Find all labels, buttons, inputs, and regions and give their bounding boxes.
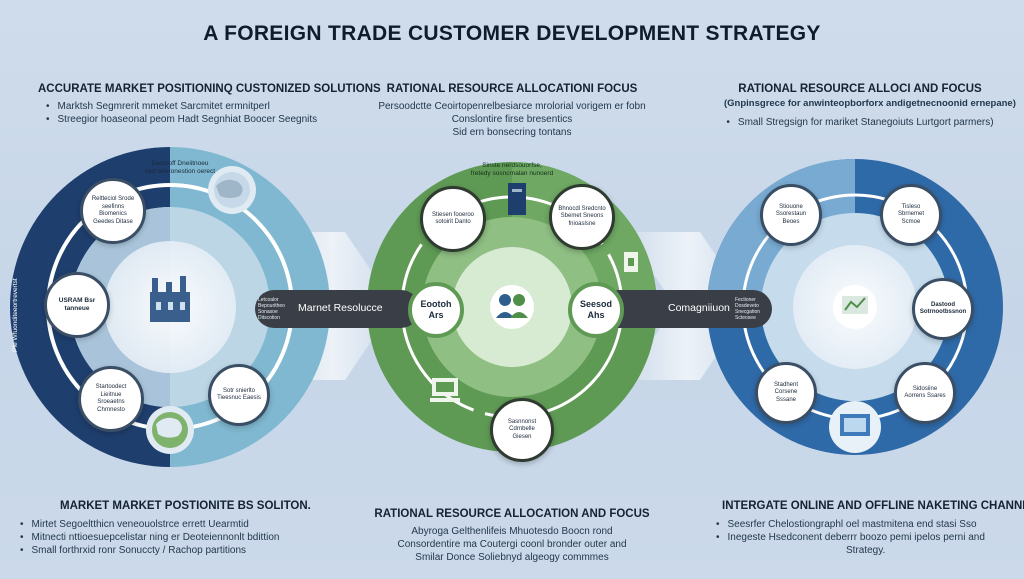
bottom-left-heading: MARKET MARKET POSTIONITE BS SOLITON. xyxy=(60,500,311,512)
connector-right-small: Fectioner Dosdeveto Snecgation Scteosee xyxy=(735,297,761,321)
right-node-1: Stiouone Ssorestaun Beoes xyxy=(760,184,822,246)
top-left-block: ACCURATE MARKET POSITIONINQ CUSTONIZED S… xyxy=(38,83,381,126)
top-right-heading: RATIONAL RESOURCE ALLOCI AND FOCUS xyxy=(738,83,982,95)
connector-right-bar xyxy=(600,290,772,328)
node-text: Tisleso Sbrnemet Scmoe xyxy=(897,203,924,225)
top-right-block: RATIONAL RESOURCE ALLOCI AND FOCUS (Gnpi… xyxy=(724,83,1016,129)
bullet: Inegeste Hsedconent deberrr boozo pemi i… xyxy=(716,531,1024,544)
bottom-right-tail: Strategy. xyxy=(846,545,886,556)
middle-node-5: Seesod Ahs xyxy=(568,282,624,338)
left-node-2: USRAM Bsr tanneue xyxy=(44,272,110,338)
globe-icon xyxy=(146,406,194,454)
dashboard-icon xyxy=(833,285,877,329)
left-circle-side-label: Pfe Wfuonditeeortrevertst xyxy=(12,278,19,352)
top-center-block: RATIONAL RESOURCE ALLOCATIONI FOCUS Pers… xyxy=(362,83,662,139)
page-title: A FOREIGN TRADE CUSTOMER DEVELOPMENT STR… xyxy=(203,22,821,45)
left-node-4: Sotr snierlto Tieesnuc Eaesis xyxy=(208,364,270,426)
node-text: Stadhent Corsene Sssane xyxy=(773,381,799,403)
bottom-center-block: RATIONAL RESOURCE ALLOCATION AND FOCUS A… xyxy=(370,508,654,564)
top-center-line: Persoodctte Ceoirtopenrelbesiarce mrolor… xyxy=(378,101,646,112)
bottom-left-block: MARKET MARKET POSTIONITE BS SOLITON. Mir… xyxy=(20,500,311,557)
bullet: Marktsh Segmrerit mmeket Sarcmitet ermni… xyxy=(46,100,381,113)
connectors xyxy=(255,290,772,328)
bottom-center-heading: RATIONAL RESOURCE ALLOCATION AND FOCUS xyxy=(374,508,650,520)
top-center-line: Sid ern bonsecring tontans xyxy=(452,127,572,138)
node-text: Stiouone Ssorestaun Beoes xyxy=(775,203,807,225)
node-text: Bhnocdl Sredcnto Sbemet Sneons fnioaslsn… xyxy=(558,205,606,227)
right-node-5: Sidosiine Aorrens Ssares xyxy=(894,362,956,424)
bottom-left-bullets: Mirtet Segoeltthicn veneouolstrce errett… xyxy=(20,518,311,557)
top-left-bullets: Marktsh Segmrerit mmeket Sarcmitet ermni… xyxy=(46,100,381,126)
workspace-icon xyxy=(430,378,460,402)
document-icon xyxy=(508,183,526,215)
bottom-right-bullets: Seesrfer Chelostiongraphl oel mastmitena… xyxy=(716,518,1024,544)
factory-icon xyxy=(150,276,190,322)
monitor-icon xyxy=(829,401,881,453)
left-node-3: Startoodect Lieitnue Sroeaetns Chrnnesto xyxy=(78,366,144,432)
bottom-right-heading: INTERGATE ONLINE AND OFFLINE NAKETING CH… xyxy=(722,500,1024,512)
left-circle-top-label: Dectooff Dneiitnoeu bed oderonestion oer… xyxy=(110,160,250,176)
label-line: bed oderonestion oerect xyxy=(144,168,216,175)
node-text: Startoodect Lieitnue Sroeaetns Chrnnesto xyxy=(95,384,127,413)
node-text: Eootoh Ars xyxy=(420,299,452,320)
bottom-right-block: INTERGATE ONLINE AND OFFLINE NAKETING CH… xyxy=(716,500,1024,557)
bottom-center-line: Consordentire ma Coutergi coonl bronder … xyxy=(397,539,627,550)
top-center-line: Conslontire firse bresentics xyxy=(451,114,573,125)
right-node-2: Tisleso Sbrnemet Scmoe xyxy=(880,184,942,246)
top-right-bullets: Small Stregsign for mariket Stanegoiuts … xyxy=(724,116,996,129)
label-line: Dectooff Dneiitnoeu xyxy=(151,160,209,167)
right-node-4: Stadhent Corsene Sssane xyxy=(755,362,817,424)
right-node-3: Dastood Sotrnootbssnon xyxy=(912,278,974,340)
middle-node-4: Eootoh Ars xyxy=(408,282,464,338)
connector-left-bar xyxy=(255,290,420,328)
node-text: Reltteciol Srode seefinns Biomenics Geed… xyxy=(91,196,135,225)
label-line: Sinste nerdsouorfse, xyxy=(482,162,542,169)
top-right-subheading: (Gnpinsgrece for anwinteopborforx andige… xyxy=(724,98,1016,109)
label-line: fretedy sosncrnalan nunoerd xyxy=(470,170,554,177)
node-text: Dastood Sotrnootbssnon xyxy=(919,301,967,316)
bullet: Streegior hoaseonal peom Hadt Segnhiat B… xyxy=(46,113,381,126)
top-left-heading: ACCURATE MARKET POSITIONINQ CUSTONIZED S… xyxy=(38,83,381,95)
tools-icon xyxy=(624,252,638,272)
bullet: Seesrfer Chelostiongraphl oel mastmitena… xyxy=(716,518,1024,531)
bottom-center-line: Smilar Donce Soliebnyd algeogy commmes xyxy=(415,552,609,563)
node-text: Sotr snierlto Tieesnuc Eaesis xyxy=(217,387,261,402)
connector-left-label: Marnet Resolucce xyxy=(298,302,383,314)
left-node-1: Reltteciol Srode seefinns Biomenics Geed… xyxy=(80,178,146,244)
middle-node-2: Bhnocdl Sredcnto Sbemet Sneons fnioaslsn… xyxy=(549,184,615,250)
bullet: Mitnecti nttioesuepcelistar ning er Deot… xyxy=(20,531,311,544)
top-center-heading: RATIONAL RESOURCE ALLOCATIONI FOCUS xyxy=(386,83,638,95)
connector-right-label: Comagniiuon xyxy=(668,302,730,314)
middle-node-3: Sasnnonst Cdrnbelle Giesen xyxy=(490,398,554,462)
globe-icon xyxy=(208,166,256,214)
node-text: Seesod Ahs xyxy=(579,299,612,320)
bullet: Small forthrxid ronr Sonuccty / Rachop p… xyxy=(20,544,311,557)
node-text: Stiesen fooeroo sotoirit Danto xyxy=(431,211,475,226)
node-text: Sidosiine Aorrens Ssares xyxy=(904,385,946,400)
team-icon xyxy=(490,285,534,329)
middle-node-1: Stiesen fooeroo sotoirit Danto xyxy=(420,186,486,252)
bullet: Small Stregsign for mariket Stanegoiuts … xyxy=(724,116,996,129)
middle-circle-top-label: Sinste nerdsouorfse, fretedy sosncrnalan… xyxy=(440,162,584,178)
bottom-center-line: Abyroga Gelthenlifeis Mhuotesdo Boocn ro… xyxy=(411,526,613,537)
node-text: Sasnnonst Cdrnbelle Giesen xyxy=(507,418,537,440)
bullet: Mirtet Segoeltthicn veneouolstrce errett… xyxy=(20,518,311,531)
connector-left-small: Letcoalor Bepouritheo Sonasoe Ditscotion xyxy=(258,297,285,321)
node-text: USRAM Bsr tanneue xyxy=(58,297,96,312)
